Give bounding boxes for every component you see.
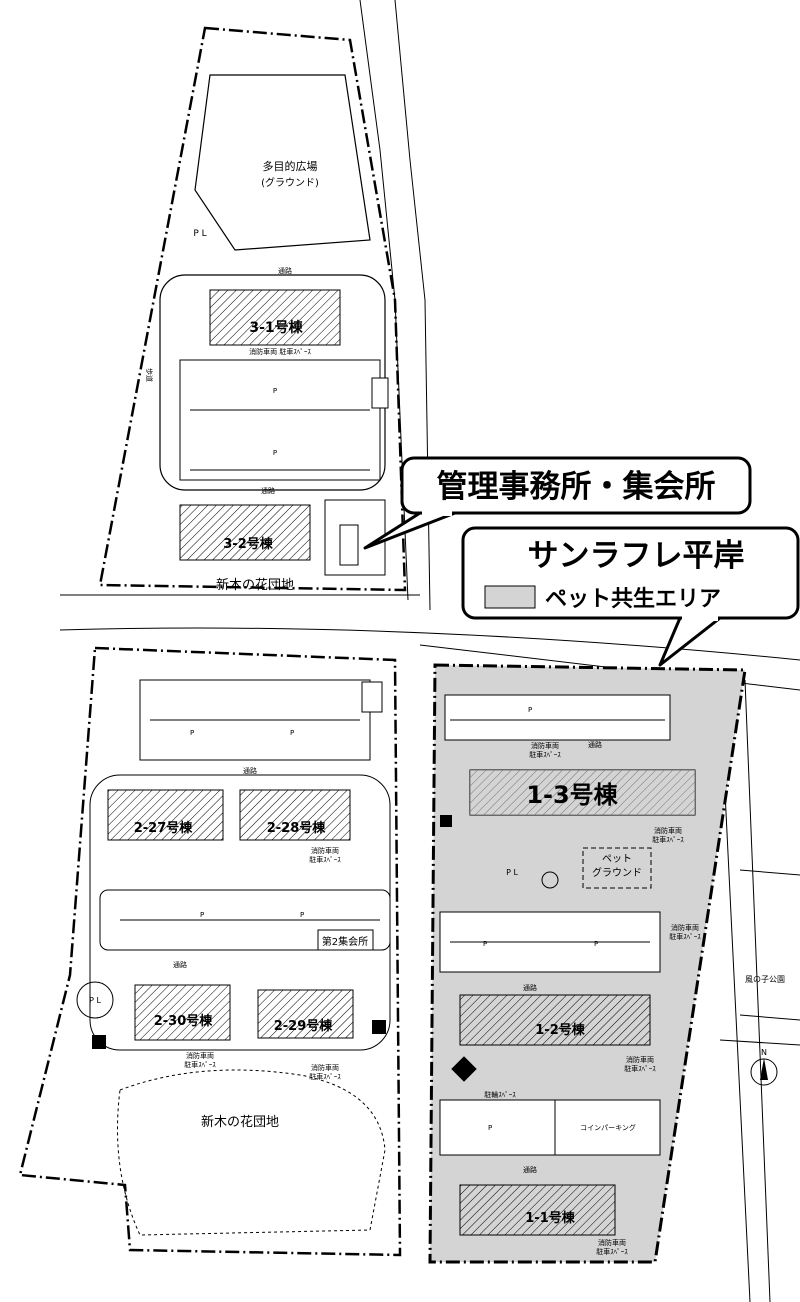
fire-vehicle-label-se-4: 消防車両	[626, 1055, 654, 1064]
pl-sw-label: P L	[89, 996, 101, 1005]
building-1-3: 1-3号棟	[526, 781, 618, 809]
parking-space-label-se-2: 駐車ｽﾍﾟｰｽ	[652, 835, 684, 844]
building-3-2: 3-2号棟	[223, 536, 273, 552]
fire-vehicle-label-sw: 消防車両	[311, 846, 339, 855]
ground-label: (グラウンド)	[261, 176, 319, 189]
road-label-sw-2: 通路	[173, 960, 187, 969]
building-2-29: 2-29号棟	[274, 1018, 334, 1034]
park-east-label: 風の子公園	[745, 975, 785, 984]
road-label-se-1: 通路	[588, 740, 602, 749]
pl-north-label: P L	[193, 229, 206, 239]
parking-space-label-se-1: 駐車ｽﾍﾟｰｽ	[529, 750, 561, 759]
fire-vehicle-label-se-2: 消防車両	[654, 826, 682, 835]
building-1-2: 1-2号棟	[535, 1022, 585, 1038]
fire-vehicle-label-sw-3: 消防車両	[311, 1063, 339, 1072]
coin-parking-label: コインパーキング	[580, 1123, 636, 1132]
parking-space-label-se-3: 駐車ｽﾍﾟｰｽ	[669, 932, 701, 941]
north-label: N	[761, 1048, 767, 1057]
north-site	[98, 26, 407, 592]
plaza-label: 多目的広場	[263, 159, 318, 173]
parking-label-north-2: P	[273, 449, 277, 457]
parking-label-se-3: P	[594, 940, 598, 948]
fire-vehicle-label-se-1: 消防車両	[531, 741, 559, 750]
fire-vehicle-label-sw-2: 消防車両	[186, 1051, 214, 1060]
park-label-north: 新木の花団地	[216, 577, 294, 593]
sidewalk-label: 歩道	[145, 368, 154, 382]
parking-label-se-4: P	[488, 1124, 492, 1132]
road-label-north-2: 通路	[261, 486, 275, 495]
parking-label-sw-1: P	[190, 729, 194, 737]
road-label-se-3: 通路	[523, 1165, 537, 1174]
parking-space-label-se-4: 駐車ｽﾍﾟｰｽ	[624, 1064, 656, 1073]
office-callout	[363, 456, 752, 550]
pet-area-legend-text: ペット共生エリア	[545, 587, 721, 612]
building-3-1: 3-1号棟	[249, 319, 303, 336]
north-arrow-icon	[750, 1058, 778, 1086]
parking-space-label-sw-2: 駐車ｽﾍﾟｰｽ	[184, 1060, 216, 1069]
pet-area-legend-swatch	[484, 585, 536, 609]
parking-label-se-1: P	[528, 706, 532, 714]
fire-vehicle-label-se-5: 消防車両	[598, 1238, 626, 1247]
pet-area-site	[428, 663, 747, 1264]
fire-vehicle-label-se-3: 消防車両	[671, 923, 699, 932]
pet-ground-label-1: ペット	[602, 854, 632, 865]
road-label-north: 通路	[278, 266, 292, 275]
bike-parking-label: 駐輪ｽﾍﾟｰｽ	[484, 1090, 516, 1099]
fire-parking-label-north: 消防車両 駐車ｽﾍﾟｰｽ	[249, 347, 311, 356]
parking-label-sw-3: P	[200, 911, 204, 919]
site-callout	[461, 526, 800, 667]
parking-label-se-2: P	[483, 940, 487, 948]
road-label-se-2: 通路	[523, 983, 537, 992]
building-2-30: 2-30号棟	[154, 1013, 214, 1029]
pet-ground-label-2: グラウンド	[592, 866, 642, 879]
office-callout-text: 管理事務所・集会所	[437, 469, 716, 505]
site-name: サンラフレ平岸	[528, 538, 745, 574]
parking-label-north-1: P	[273, 387, 277, 395]
road-label-sw-1: 通路	[243, 766, 257, 775]
building-2-27: 2-27号棟	[134, 820, 194, 836]
southwest-site	[18, 646, 402, 1257]
building-2-28: 2-28号棟	[267, 820, 327, 836]
east-blocks	[719, 869, 800, 1046]
parking-space-label-se-5: 駐車ｽﾍﾟｰｽ	[596, 1247, 628, 1256]
parking-space-label-sw-3: 駐車ｽﾍﾟｰｽ	[309, 1072, 341, 1081]
building-1-1: 1-1号棟	[525, 1210, 575, 1226]
meeting-hall-2-label: 第2集会所	[322, 935, 368, 948]
parking-space-label-sw: 駐車ｽﾍﾟｰｽ	[309, 855, 341, 864]
parking-label-sw-2: P	[290, 729, 294, 737]
park-label-south: 新木の花団地	[201, 1114, 279, 1130]
pl-se-label: P L	[506, 868, 518, 877]
parking-label-sw-4: P	[300, 911, 304, 919]
